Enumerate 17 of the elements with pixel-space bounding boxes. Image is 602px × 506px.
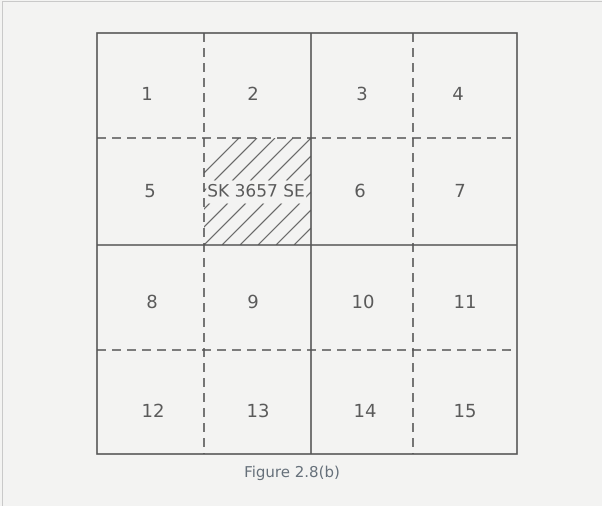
cell-number: 3 <box>356 86 368 104</box>
cell-number: 14 <box>354 403 376 421</box>
figure-caption: Figure 2.8(b) <box>244 463 340 481</box>
cell-number: 13 <box>246 403 270 421</box>
cell-number: 10 <box>352 294 374 312</box>
cell-number: 9 <box>247 294 259 312</box>
cell-number: 8 <box>146 294 158 312</box>
cell-number: 6 <box>354 183 366 201</box>
cell-number: 12 <box>142 403 164 421</box>
cell-number: 11 <box>454 294 476 312</box>
cell-number: 7 <box>454 183 466 201</box>
cell-number: 1 <box>141 86 153 104</box>
cell-number: 2 <box>247 86 259 104</box>
sheet-reference: SK 3657 SE <box>206 180 306 204</box>
cell-number: 5 <box>144 183 156 201</box>
cell-number: 15 <box>454 403 476 421</box>
cell-number: 4 <box>452 86 464 104</box>
